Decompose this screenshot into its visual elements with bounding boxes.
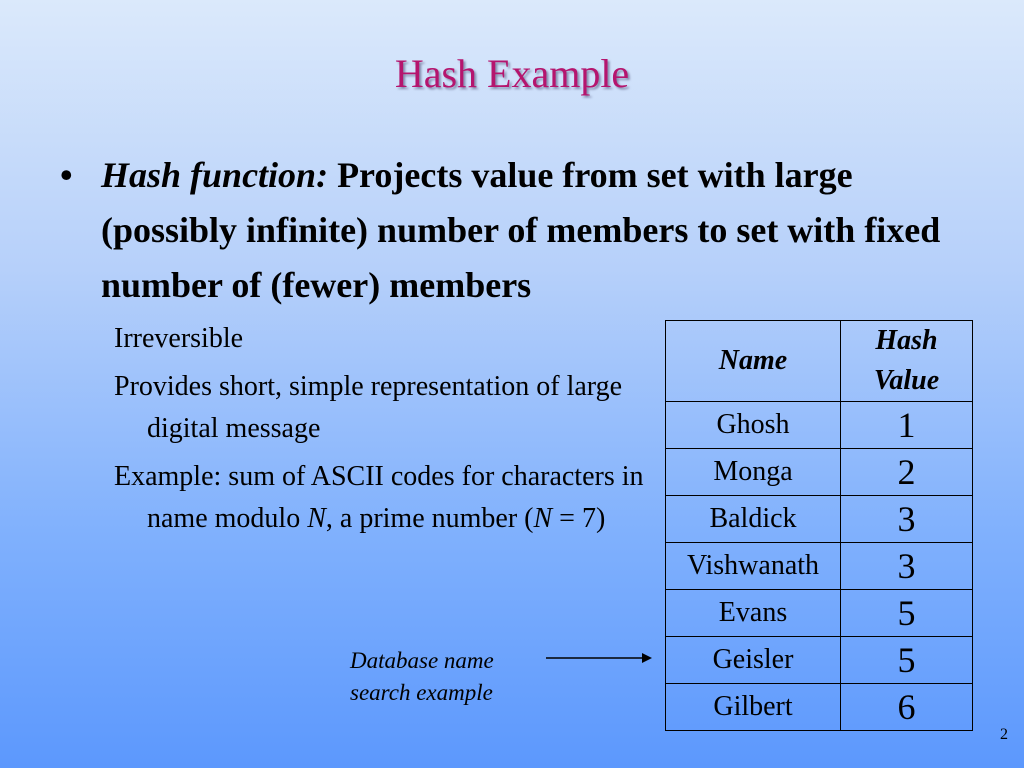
hash-cell: 5 xyxy=(840,636,973,684)
table-row: Gilbert 6 xyxy=(665,683,973,731)
table-row: Monga 2 xyxy=(665,448,973,496)
table-row: Evans 5 xyxy=(665,589,973,637)
header-hash-line1: Hash xyxy=(875,325,938,356)
slide-title: Hash Example xyxy=(394,51,630,96)
table-row: Vishwanath 3 xyxy=(665,542,973,590)
table-row: Geisler 5 xyxy=(665,636,973,684)
bullet-dot: • xyxy=(60,155,73,195)
name-cell: Monga xyxy=(665,448,841,496)
name-cell: Gilbert xyxy=(665,683,841,731)
caption-line-1: Database name xyxy=(350,648,494,673)
hash-cell: 3 xyxy=(840,542,973,590)
example-n-2: N xyxy=(533,503,553,534)
caption-line-2: search example xyxy=(350,680,493,705)
header-name: Name xyxy=(665,320,841,402)
arrow-right-icon xyxy=(546,653,652,663)
hash-cell: 2 xyxy=(840,448,973,496)
sub-bullet-example: Example: sum of ASCII codes for characte… xyxy=(114,456,654,540)
hash-function-term: Hash function: xyxy=(101,155,329,195)
page-number: 2 xyxy=(1000,726,1008,743)
hash-cell: 5 xyxy=(840,589,973,637)
example-text-1: Example: sum of ASCII codes for characte… xyxy=(114,461,644,534)
name-cell: Evans xyxy=(665,589,841,637)
name-cell: Baldick xyxy=(665,495,841,543)
example-text-3: = 7) xyxy=(552,503,606,534)
example-text-2: , a prime number ( xyxy=(325,503,534,534)
main-bullet-text: Hash function: Projects value from set w… xyxy=(101,148,980,313)
sub-bullet-short-representation: Provides short, simple representation of… xyxy=(114,371,623,444)
hash-cell: 1 xyxy=(840,401,973,449)
main-bullet: • Hash function: Projects value from set… xyxy=(60,148,980,313)
header-hash-line2: Value xyxy=(873,365,940,396)
example-n-1: N xyxy=(307,503,326,534)
hash-cell: 6 xyxy=(840,683,973,731)
table-row: Ghosh 1 xyxy=(665,401,973,449)
hash-function-definition: Projects value from set with large (poss… xyxy=(101,155,941,305)
database-caption: Database name search example xyxy=(350,645,540,709)
sub-bullet-list: Irreversible Provides short, simple repr… xyxy=(114,318,654,546)
sub-bullet-irreversible: Irreversible xyxy=(114,323,244,354)
hash-cell: 3 xyxy=(840,495,973,543)
name-cell: Vishwanath xyxy=(665,542,841,590)
name-cell: Ghosh xyxy=(665,401,841,449)
table-row: Baldick 3 xyxy=(665,495,973,543)
name-cell: Geisler xyxy=(665,636,841,684)
